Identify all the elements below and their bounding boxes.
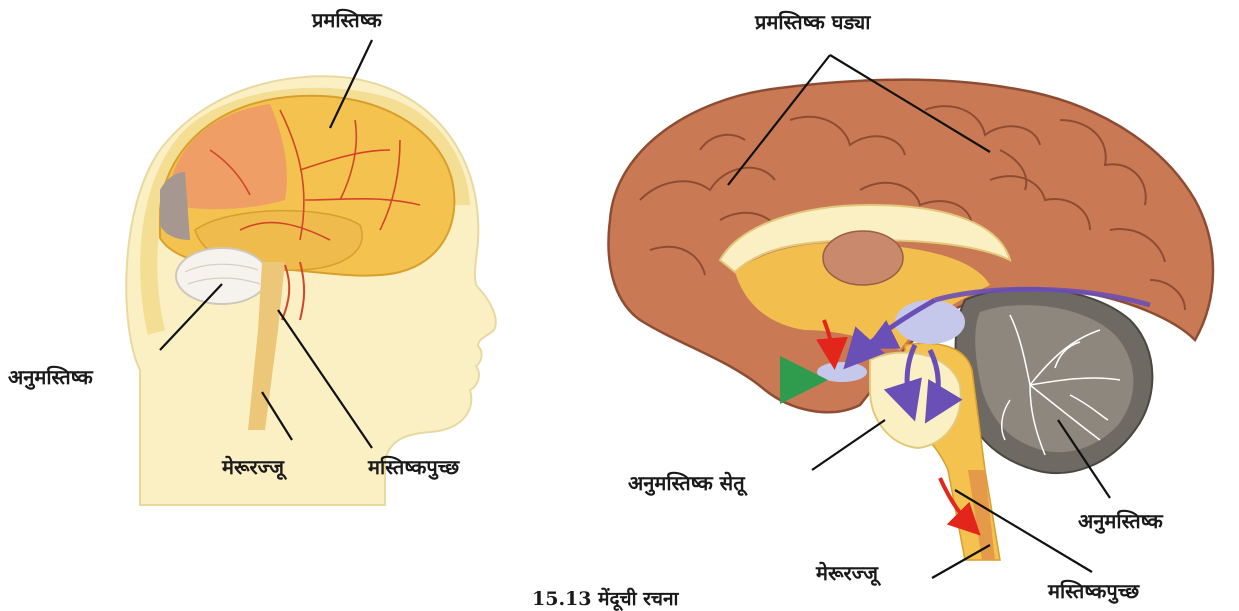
leader-brain-spinal	[932, 545, 990, 578]
label-brain-medulla: मस्तिष्कपुच्छ	[1047, 579, 1141, 604]
label-head-cerebellum: अनुमस्तिष्क	[8, 365, 94, 390]
label-brain-cerebellum: अनुमस्तिष्क	[1078, 509, 1164, 534]
label-head-medulla: मस्तिष्कपुच्छ	[367, 455, 461, 480]
figure-caption: 15.13 मेंदूची रचना	[532, 587, 680, 611]
label-brain-spinal-cord: मेरूरज्जू	[815, 561, 882, 586]
brain-pons	[870, 352, 961, 448]
label-head-spinal-cord: मेरूरज्जू	[221, 455, 288, 480]
head-illustration	[126, 76, 496, 505]
label-cerebral-folds: प्रमस्तिष्क घड्या	[754, 10, 871, 34]
label-head-cerebrum: प्रमस्तिष्क	[311, 8, 383, 32]
label-pons: अनुमस्तिष्क सेतू	[628, 471, 749, 496]
head-cerebellum	[176, 248, 268, 304]
thalamus	[823, 231, 903, 285]
leader-pons	[812, 420, 885, 470]
